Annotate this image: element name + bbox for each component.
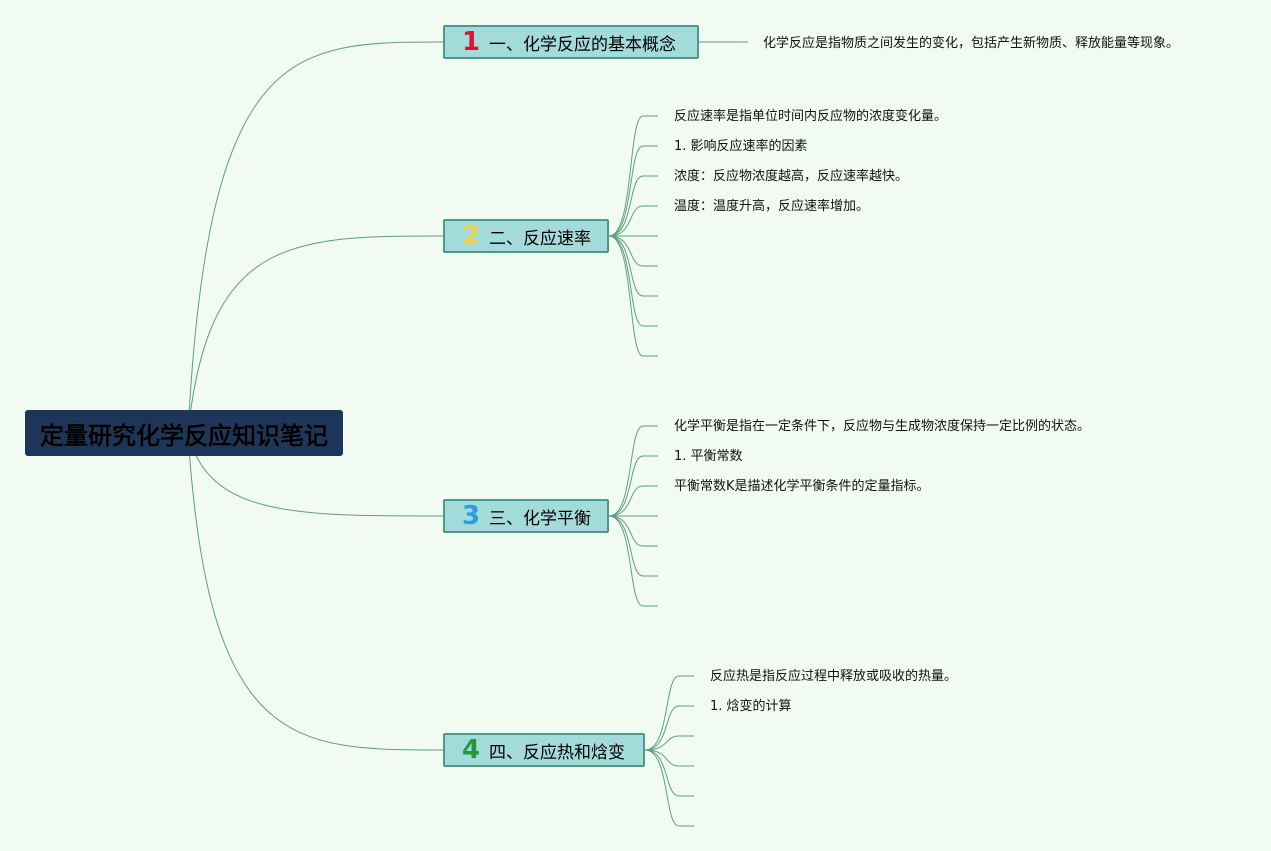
- leaf-topic[interactable]: 1. 平衡常数: [674, 449, 743, 464]
- connector-branch-4-leaf-3: [644, 735, 694, 751]
- connector-branch-4-leaf-6: [644, 749, 694, 827]
- leaf-topic[interactable]: 平衡常数K是描述化学平衡条件的定量指标。: [674, 479, 930, 494]
- connector-branch-3-leaf-6: [608, 515, 658, 577]
- connector-branch-3-leaf-1: [608, 425, 658, 517]
- connector-branch-3-leaf-3: [608, 485, 658, 517]
- connector-branch-2-leaf-2: [608, 145, 658, 237]
- connector-root-to-branch-2: [187, 235, 444, 434]
- branch-topic-1[interactable]: 1 一、化学反应的基本概念: [443, 25, 699, 59]
- root-title: 定量研究化学反应知识笔记: [40, 421, 328, 450]
- branch-topic-3[interactable]: 3 三、化学平衡: [443, 499, 609, 533]
- branch-label: 二、反应速率: [489, 228, 591, 249]
- connector-branch-2-leaf-1: [608, 115, 658, 237]
- leaf-topic[interactable]: 化学平衡是指在一定条件下，反应物与生成物浓度保持一定比例的状态。: [674, 419, 1091, 434]
- root-topic[interactable]: 定量研究化学反应知识笔记: [25, 410, 343, 456]
- connector-branch-2-leaf-8: [608, 235, 658, 327]
- leaf-topic[interactable]: 反应速率是指单位时间内反应物的浓度变化量。: [674, 109, 948, 124]
- connector-branch-4-leaf-2: [644, 705, 694, 751]
- number-1-icon: 1: [461, 27, 481, 57]
- connector-branch-4-leaf-1: [644, 675, 694, 751]
- connector-root-to-branch-4: [187, 432, 444, 751]
- connector-branch-2-leaf-4: [608, 205, 658, 237]
- connector-branch-4-leaf-5: [644, 749, 694, 797]
- connector-branch-2-leaf-7: [608, 235, 658, 297]
- branch-label: 四、反应热和焓变: [489, 742, 625, 763]
- connector-branch-4-leaf-4: [644, 749, 694, 767]
- connector-branch-3-leaf-5: [608, 515, 658, 547]
- branch-topic-4[interactable]: 4 四、反应热和焓变: [443, 733, 645, 767]
- leaf-topic[interactable]: 浓度：反应物浓度越高，反应速率越快。: [674, 169, 909, 184]
- leaf-topic[interactable]: 温度：温度升高，反应速率增加。: [674, 199, 870, 214]
- connector-branch-3-leaf-2: [608, 455, 658, 517]
- branch-topic-2[interactable]: 2 二、反应速率: [443, 219, 609, 253]
- branch-label: 一、化学反应的基本概念: [489, 34, 676, 55]
- number-2-icon: 2: [461, 221, 481, 251]
- branch-label: 三、化学平衡: [489, 508, 591, 529]
- leaf-topic[interactable]: 1. 影响反应速率的因素: [674, 139, 808, 154]
- connector-branch-2-leaf-6: [608, 235, 658, 267]
- connector-branch-3-leaf-7: [608, 515, 658, 607]
- number-4-icon: 4: [461, 735, 481, 765]
- leaf-topic[interactable]: 1. 焓变的计算: [710, 699, 792, 714]
- connector-root-to-branch-1: [187, 41, 444, 434]
- leaf-topic[interactable]: 反应热是指反应过程中释放或吸收的热量。: [710, 669, 958, 684]
- connector-branch-2-leaf-3: [608, 175, 658, 237]
- leaf-topic[interactable]: 化学反应是指物质之间发生的变化，包括产生新物质、释放能量等现象。: [763, 36, 1180, 51]
- connector-branch-2-leaf-9: [608, 235, 658, 357]
- number-3-icon: 3: [461, 501, 481, 531]
